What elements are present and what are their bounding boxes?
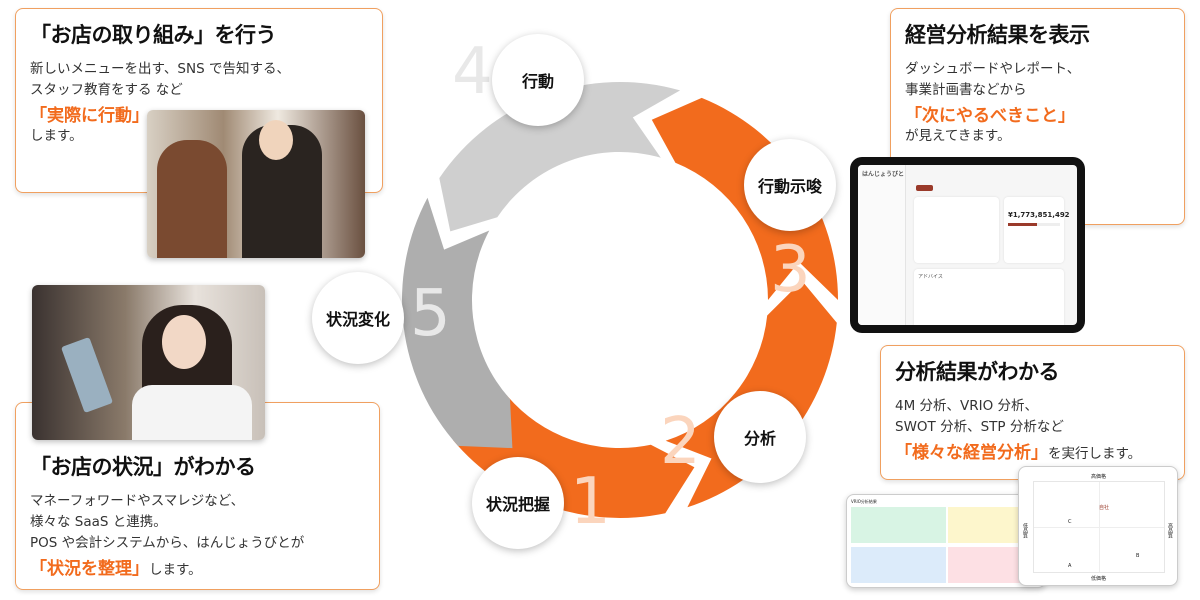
dashboard-tablet: はんじょうびと ¥1,773,851,492 アドバイス — [850, 157, 1085, 333]
tablet-user-photo — [32, 285, 265, 440]
action-text: します。 — [30, 128, 83, 144]
step-4-badge: 行動 — [492, 34, 584, 126]
axis-top: 高価格 — [1091, 474, 1107, 480]
step-4-arrow — [439, 81, 681, 232]
results-title: 経営分析結果を表示 — [905, 23, 1090, 47]
step-2-number: 2 — [660, 405, 701, 479]
situation-text: POS や会計システムから、はんじょうびとが — [30, 535, 305, 551]
analysis-box: 分析結果がわかる 4M 分析、VRIO 分析、 SWOT 分析、STP 分析など… — [880, 345, 1185, 480]
step-3-label: 行動示唆 — [757, 177, 822, 196]
results-text: ダッシュボードやレポート、 — [905, 61, 1081, 77]
action-highlight: 「実際に行動」 — [30, 106, 149, 126]
staff-serving-photo — [147, 110, 365, 258]
advice-title: アドバイス — [918, 274, 943, 280]
step-3-number: 3 — [770, 233, 811, 307]
positioning-matrix: 高価格 低価格 低品質 高品質 自社 C A B — [1018, 466, 1178, 586]
step-3-arrow — [651, 97, 838, 301]
results-text: が見えてきます。 — [905, 128, 1011, 144]
point-b: B — [1136, 553, 1140, 559]
step-4-label: 行動 — [521, 72, 554, 91]
situation-text: します。 — [149, 562, 202, 578]
step-4-number: 4 — [452, 35, 493, 109]
step-2-badge: 分析 — [714, 391, 806, 483]
step-1-badge: 状況把握 — [472, 457, 564, 549]
step-1-label: 状況把握 — [485, 495, 550, 514]
step-5-badge: 状況変化 — [312, 272, 404, 364]
vrio-title: VRIO分析結果 — [851, 499, 877, 504]
analysis-text: 4M 分析、VRIO 分析、 — [895, 398, 1039, 414]
action-text: 新しいメニューを出す、SNS で告知する、 — [30, 61, 290, 77]
axis-left: 低品質 — [1022, 523, 1028, 538]
analysis-text: を実行します。 — [1048, 446, 1142, 462]
point-own: 自社 — [1099, 505, 1110, 511]
step-3-badge: 行動示唆 — [744, 139, 836, 231]
action-text: スタッフ教育をする など — [30, 82, 183, 98]
step-5-arrow — [401, 197, 513, 449]
point-a: A — [1068, 563, 1072, 569]
analysis-text: SWOT 分析、STP 分析など — [895, 419, 1064, 435]
situation-highlight: 「状況を整理」 — [30, 559, 149, 579]
app-logo: はんじょうびと — [862, 171, 905, 178]
axis-right: 高品質 — [1167, 523, 1173, 538]
revenue-amount: ¥1,773,851,492 — [1008, 211, 1070, 219]
situation-text: 様々な SaaS と連携。 — [30, 514, 167, 530]
action-title: 「お店の取り組み」を行う — [30, 23, 277, 47]
situation-title: 「お店の状況」がわかる — [30, 455, 256, 479]
step-5-number: 5 — [410, 277, 451, 351]
analysis-title: 分析結果がわかる — [895, 360, 1060, 384]
step-1-number: 1 — [570, 465, 611, 539]
step-2-label: 分析 — [743, 429, 776, 448]
axis-bottom: 低価格 — [1091, 576, 1107, 582]
results-highlight: 「次にやるべきこと」 — [905, 106, 1075, 126]
vrio-sheet: VRIO分析結果 — [846, 494, 1046, 588]
results-text: 事業計画書などから — [905, 82, 1027, 98]
analysis-highlight: 「様々な経営分析」 — [895, 443, 1048, 463]
point-c: C — [1068, 519, 1072, 525]
situation-text: マネーフォワードやスマレジなど、 — [30, 493, 245, 509]
step-5-label: 状況変化 — [325, 310, 390, 329]
